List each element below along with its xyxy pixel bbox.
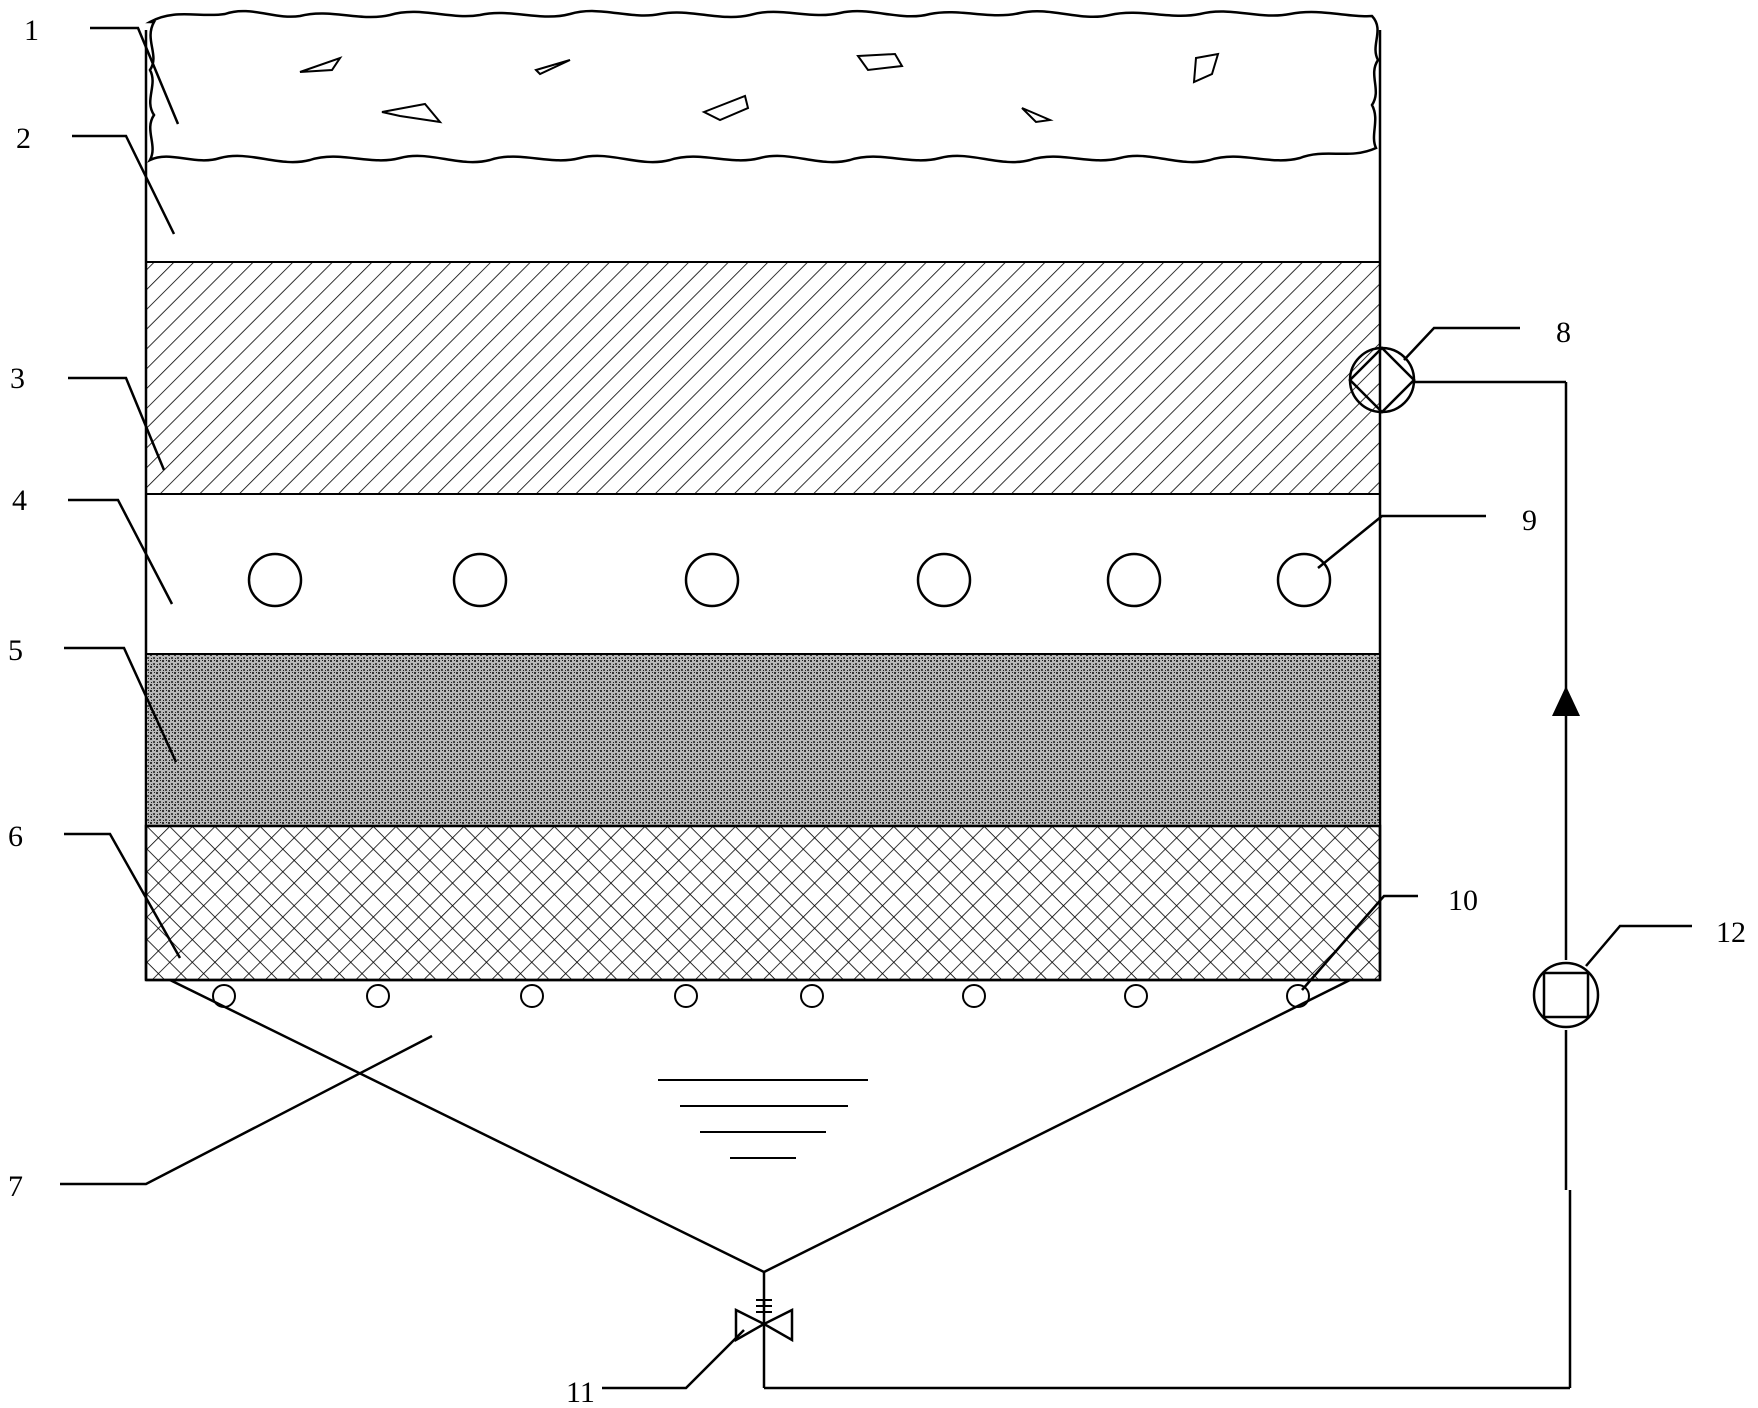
layer-1-top-media: [145, 9, 1380, 164]
layer-6-support-media: [144, 824, 1382, 982]
flow-arrow-up-icon: [1552, 686, 1580, 716]
label-2: 2: [16, 122, 31, 155]
label-8: 8: [1556, 316, 1571, 349]
nozzle-row: [146, 978, 1380, 1008]
return-pipe: [764, 380, 1572, 1390]
layer-7-hopper: [169, 978, 1351, 1306]
pump-icon: [1532, 961, 1600, 1029]
layer-4-aeration-zone: [145, 493, 1381, 655]
valve-icon: [734, 1299, 794, 1388]
label-10: 10: [1448, 884, 1478, 917]
label-7: 7: [8, 1170, 23, 1203]
label-4: 4: [12, 484, 27, 517]
layer-3-hatched-media: [145, 261, 1381, 495]
label-3: 3: [10, 362, 25, 395]
label-6: 6: [8, 820, 23, 853]
inlet-fitting-icon: [1348, 346, 1416, 414]
label-1: 1: [24, 14, 39, 47]
label-5: 5: [8, 634, 23, 667]
label-12: 12: [1716, 916, 1746, 949]
layer-5-fine-media: [145, 653, 1381, 827]
label-11: 11: [566, 1376, 595, 1408]
label-9: 9: [1522, 504, 1537, 537]
leader-lines: [60, 26, 1692, 1390]
